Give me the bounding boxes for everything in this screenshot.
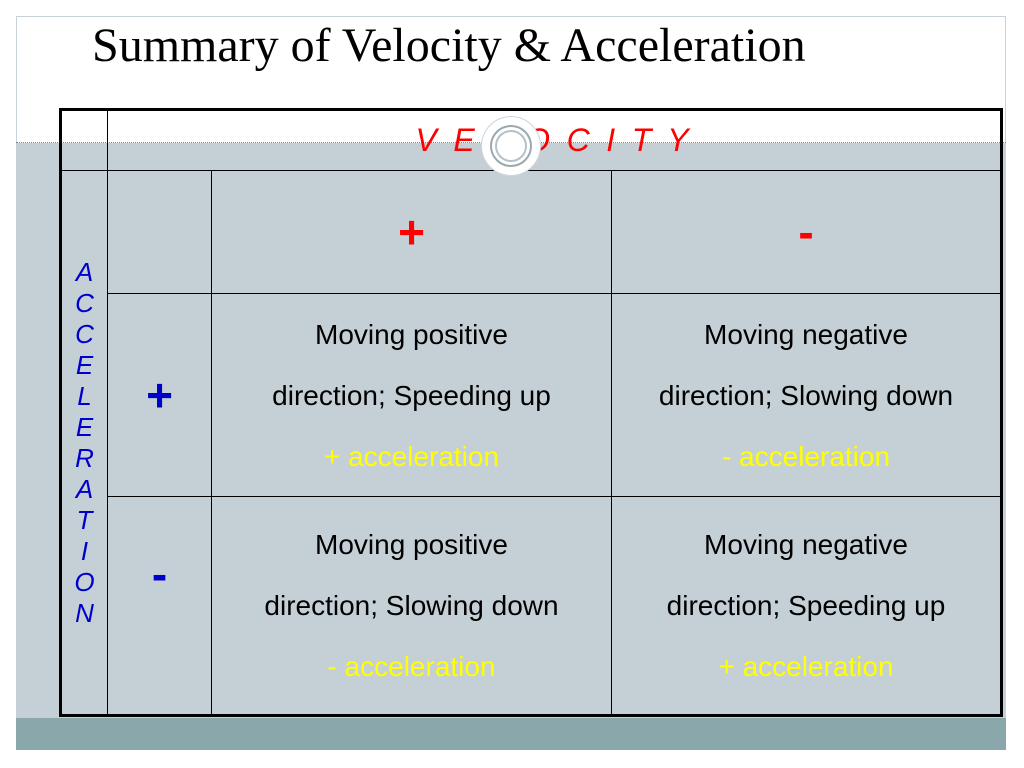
acceleration-letter: C [75,287,94,318]
velocity-sign-positive: + [398,206,425,258]
acceleration-value: - acceleration [721,440,891,472]
acceleration-letter: N [75,597,94,628]
acceleration-value: + acceleration [323,440,500,472]
acceleration-letter: O [74,566,95,597]
acceleration-label: A C C E L E R A T I O N [62,257,107,629]
decorative-ring-icon [482,117,540,175]
table-cell: Moving negative direction; Slowing down … [611,293,1002,497]
acceleration-letter: A [75,256,94,287]
acceleration-label-cell: A C C E L E R A T I O N [60,170,108,716]
cell-line: Moving positive [315,529,508,560]
cell-line: Moving positive [315,318,508,350]
footer-bar [16,718,1006,750]
acceleration-letter: T [76,504,93,535]
acceleration-letter: I [80,535,89,566]
acceleration-letter: R [75,442,94,473]
acceleration-letter: E [75,411,94,442]
acceleration-letter: C [75,318,94,349]
velocity-sign-cell: - [611,170,1002,294]
acceleration-sign-cell: + [107,293,212,497]
table-cell: Moving negative direction; Speeding up +… [611,496,1002,716]
summary-table: V E L O C I T Y A C C E L E R A T I O N … [59,108,1003,717]
table-cell: Moving positive direction; Slowing down … [211,496,612,716]
acceleration-sign-positive: + [146,369,173,421]
table-row: V E L O C I T Y [60,109,1002,171]
table-cell: Moving positive direction; Speeding up +… [211,293,612,497]
velocity-sign-cell: + [211,170,612,294]
cell-line: Moving negative [704,318,908,350]
sign-corner-cell [107,170,212,294]
acceleration-sign-cell: - [107,496,212,716]
cell-line: direction; Slowing down [658,379,954,411]
cell-line: direction; Speeding up [666,590,946,621]
acceleration-letter: L [77,380,92,411]
acceleration-sign-negative: - [151,548,168,600]
table-row: A C C E L E R A T I O N + - [60,170,1002,716]
cell-line: direction; Speeding up [272,379,551,411]
velocity-header: V E L O C I T Y [415,122,693,158]
acceleration-value: + acceleration [718,651,894,682]
velocity-sign-negative: - [798,206,814,258]
table-row: + Moving positive direction; Speeding up… [61,293,1002,497]
acceleration-letter: A [75,473,94,504]
table-row: - Moving positive direction; Slowing dow… [61,496,1002,716]
cell-line: direction; Slowing down [264,590,559,621]
slide-title: Summary of Velocity & Acceleration [92,19,806,72]
velocity-header-cell: V E L O C I T Y [107,109,1002,171]
cell-line: Moving negative [704,529,908,560]
acceleration-letter: E [75,349,94,380]
acceleration-value: - acceleration [327,651,496,682]
corner-cell [60,109,108,171]
